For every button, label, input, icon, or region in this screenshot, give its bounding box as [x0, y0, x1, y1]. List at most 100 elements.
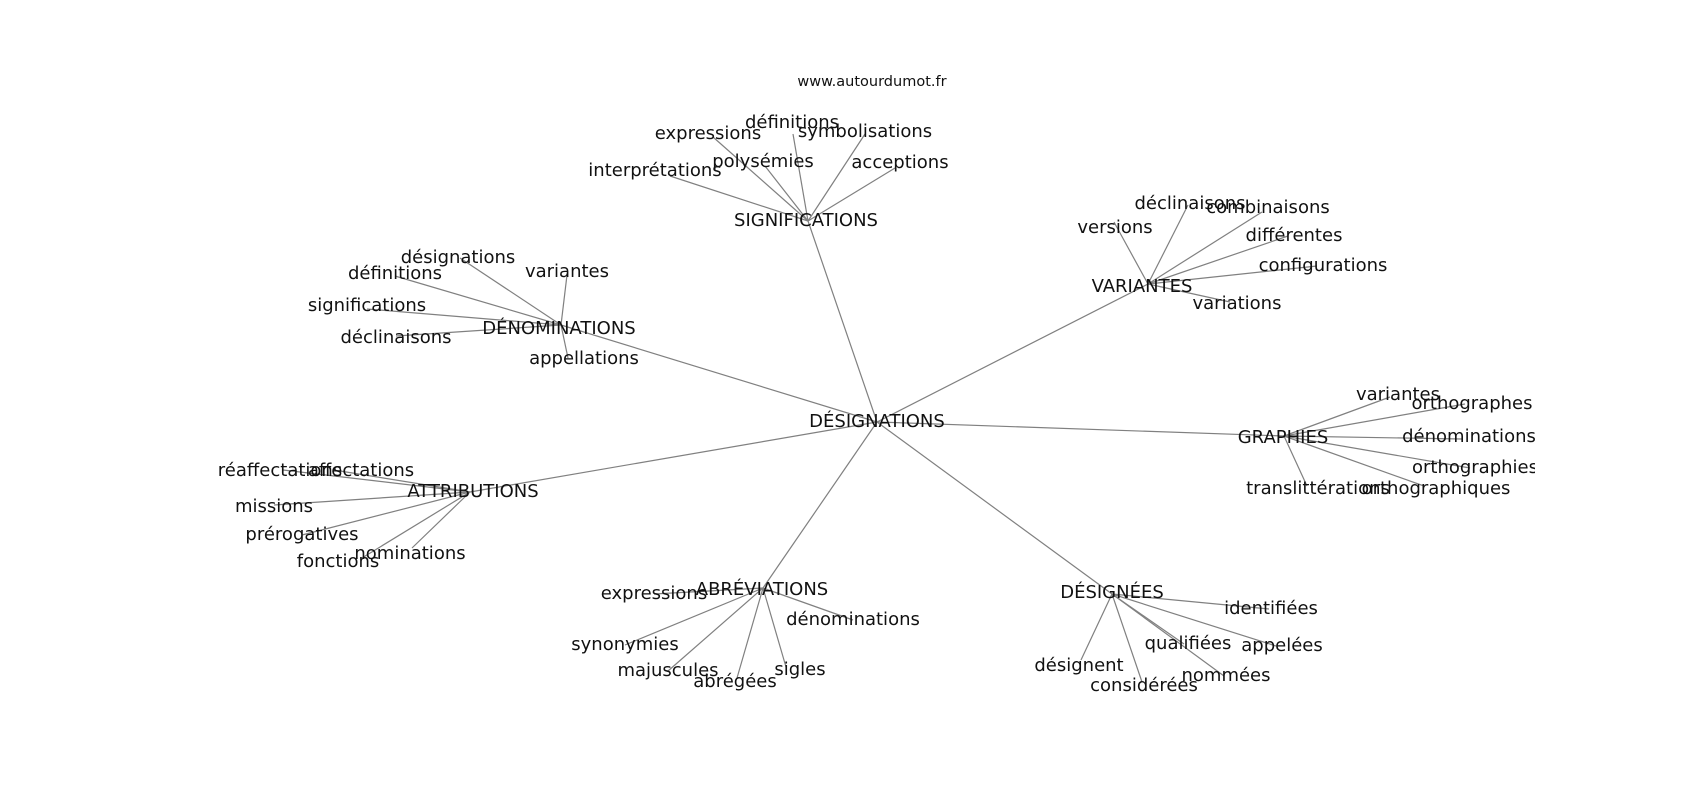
edge-root-to-hub [469, 421, 878, 493]
leaf-node-label[interactable]: sigles [774, 659, 825, 680]
leaf-node-label[interactable]: déclinaisons [1134, 193, 1245, 214]
leaf-node-label[interactable]: variantes [1356, 384, 1440, 405]
leaf-node-label[interactable]: symbolisations [798, 121, 932, 142]
leaf-node-label[interactable]: orthographes [1411, 393, 1532, 414]
leaf-node-label[interactable]: polysémies [712, 151, 814, 172]
site-credit: www.autourdumot.fr [797, 74, 946, 90]
leaf-node-label[interactable]: nominations [354, 543, 465, 564]
edge-root-to-hub [762, 421, 878, 589]
edge-hub-to-leaf [1147, 235, 1289, 285]
edge-hub-to-leaf [669, 175, 809, 222]
edge-hub-to-leaf [653, 587, 764, 595]
leaf-node-label[interactable]: abrégées [693, 671, 777, 692]
edge-hub-to-leaf [1147, 204, 1189, 285]
leaf-node-label[interactable]: définitions [348, 263, 442, 284]
edge-hub-to-leaf [394, 275, 562, 326]
edge-hub-to-leaf [282, 469, 471, 493]
edge-hub-to-leaf [1283, 435, 1471, 469]
edge-hub-to-leaf [1283, 435, 1308, 487]
leaf-node-label[interactable]: dénominations [786, 609, 920, 630]
hub-node-label[interactable]: GRAPHIES [1238, 427, 1329, 448]
edge-hub-to-leaf [1113, 221, 1149, 285]
edge-hub-to-leaf [1111, 593, 1270, 610]
edge-hub-to-leaf [411, 491, 471, 549]
edge-hub-to-leaf [459, 257, 562, 326]
edge-hub-to-leaf [624, 587, 764, 646]
leaf-node-label[interactable]: majuscules [617, 660, 718, 681]
edge-hub-to-leaf [762, 587, 854, 621]
leaf-node-label[interactable]: significations [308, 295, 426, 316]
edge-root-to-hub [560, 324, 878, 423]
leaf-node-label[interactable]: prérogatives [245, 524, 358, 545]
leaf-node-label[interactable]: variantes [525, 261, 609, 282]
leaf-node-label[interactable]: désignent [1034, 655, 1123, 676]
leaf-node-label[interactable]: interprétations [588, 160, 721, 181]
edge-root-to-hub [876, 421, 1285, 437]
edge-hub-to-leaf [560, 324, 569, 359]
edge-hub-to-leaf [301, 491, 471, 536]
edge-root-to-hub [807, 220, 878, 423]
labels-layer: DÉSIGNATIONSSIGNIFICATIONSdéfinitionsexp… [218, 112, 1538, 696]
hub-node-label[interactable]: SIGNIFICATIONS [734, 210, 878, 231]
leaf-node-label[interactable]: synonymies [571, 634, 679, 655]
leaf-node-label[interactable]: différentes [1246, 225, 1343, 246]
leaf-node-label[interactable]: configurations [1259, 255, 1388, 276]
leaf-node-label[interactable]: missions [235, 496, 313, 517]
edge-hub-to-leaf [1111, 593, 1225, 677]
edge-hub-to-leaf [273, 491, 471, 506]
edge-hub-to-leaf [339, 470, 471, 493]
edge-hub-to-leaf [366, 308, 562, 326]
leaf-node-label[interactable]: versions [1077, 217, 1152, 238]
leaf-node-label[interactable]: variations [1193, 293, 1282, 314]
edge-hub-to-leaf [762, 587, 787, 668]
leaf-node-label[interactable]: déclinaisons [340, 327, 451, 348]
leaf-node-label[interactable]: fonctions [297, 551, 380, 572]
edge-hub-to-leaf [736, 587, 764, 679]
leaf-node-label[interactable]: identifiées [1224, 598, 1318, 619]
edge-root-to-hub [876, 283, 1149, 423]
edge-hub-to-leaf [1080, 593, 1113, 661]
edge-hub-to-leaf [1147, 283, 1231, 303]
leaf-node-label[interactable]: translittérations [1246, 478, 1390, 499]
leaf-node-label[interactable]: considérées [1090, 675, 1198, 696]
edge-hub-to-leaf [1147, 265, 1318, 285]
leaf-node-label[interactable]: désignations [401, 247, 516, 268]
edge-hub-to-leaf [764, 165, 809, 222]
leaf-node-label[interactable]: qualifiées [1145, 633, 1232, 654]
leaf-node-label[interactable]: combinaisons [1206, 197, 1330, 218]
edge-hub-to-leaf [395, 324, 562, 337]
hub-node-label[interactable]: DÉSIGNÉES [1060, 581, 1164, 603]
leaf-node-label[interactable]: dénominations [1402, 426, 1536, 447]
leaf-node-label[interactable]: expressions [601, 583, 707, 604]
leaf-node-label[interactable]: acceptions [851, 152, 948, 173]
leaf-node-label[interactable]: orthographiques [1362, 478, 1511, 499]
edge-hub-to-leaf [807, 167, 896, 222]
edge-hub-to-leaf [560, 274, 568, 326]
edge-hub-to-leaf [1283, 403, 1466, 437]
edge-hub-to-leaf [1283, 435, 1425, 487]
edge-hub-to-leaf [1147, 211, 1263, 285]
hub-node-label[interactable]: ATTRIBUTIONS [407, 481, 538, 502]
leaf-node-label[interactable]: réaffectations [218, 460, 342, 481]
edge-hub-to-leaf [1111, 593, 1277, 647]
edge-hub-to-leaf [712, 136, 809, 222]
edge-root-to-hub [876, 421, 1113, 595]
leaf-node-label[interactable]: nommées [1181, 665, 1270, 686]
leaf-node-label[interactable]: appellations [529, 348, 639, 369]
edge-hub-to-leaf [1283, 435, 1463, 440]
edge-hub-to-leaf [667, 587, 764, 672]
root-node-label[interactable]: DÉSIGNATIONS [809, 410, 945, 432]
leaf-node-label[interactable]: affectations [308, 460, 414, 481]
hub-node-label[interactable]: DÉNOMINATIONS [482, 317, 635, 339]
hub-node-label[interactable]: ABRÉVIATIONS [696, 578, 828, 600]
edges-layer [273, 133, 1471, 683]
leaf-node-label[interactable]: orthographies [1412, 457, 1538, 478]
edge-hub-to-leaf [792, 133, 809, 222]
hub-node-label[interactable]: VARIANTES [1092, 276, 1193, 297]
leaf-node-label[interactable]: définitions [745, 112, 839, 133]
edge-hub-to-leaf [1283, 396, 1391, 437]
leaf-node-label[interactable]: expressions [655, 123, 761, 144]
leaf-node-label[interactable]: appelées [1241, 635, 1322, 656]
edge-hub-to-leaf [361, 491, 471, 559]
